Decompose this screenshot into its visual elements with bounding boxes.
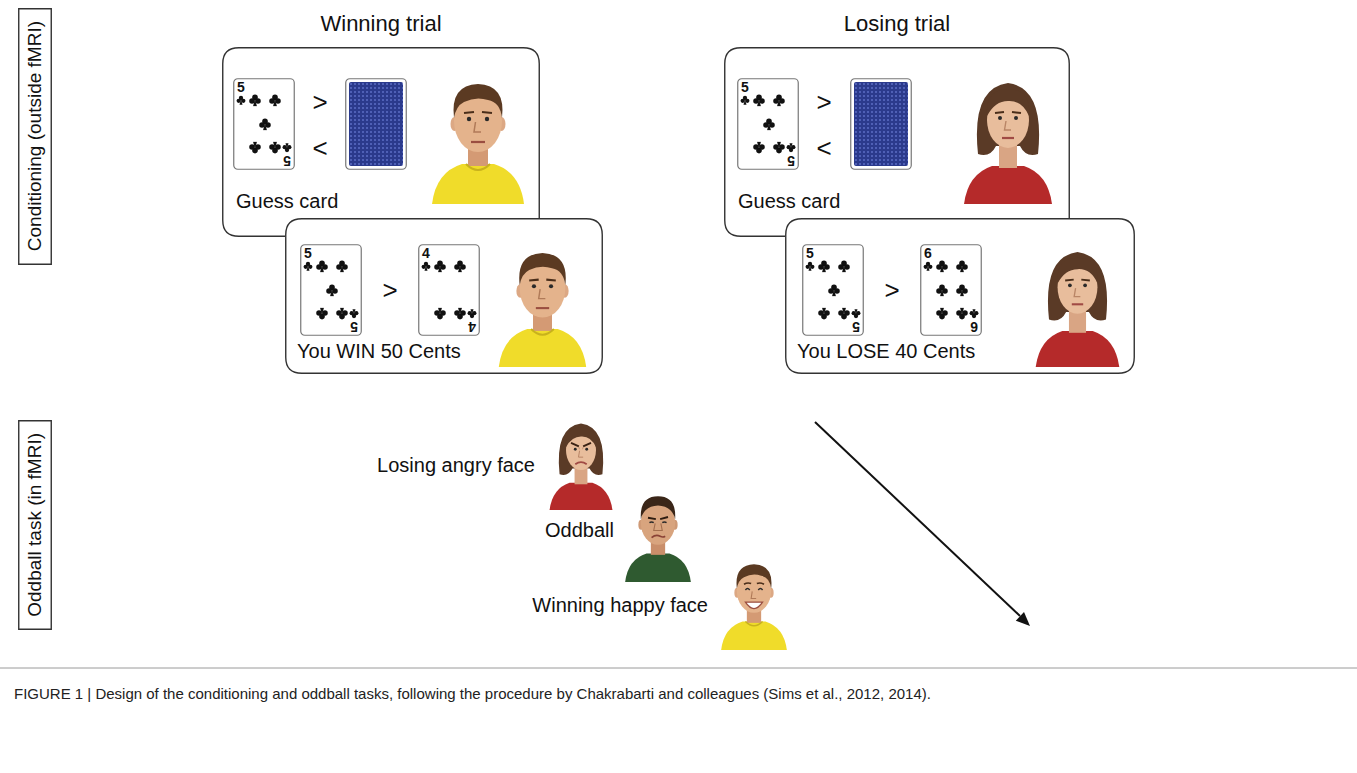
playing-card [234,79,295,170]
card-index: 5 [350,318,358,333]
playing-card [301,245,362,336]
trial-box: You LOSE 40 Cents [785,218,1135,374]
trial-text: You LOSE 40 Cents [797,340,975,363]
face-illustrations [432,83,1119,650]
card-illustrations [234,79,982,336]
card-index: 5 [787,152,795,167]
playing-card [738,79,799,170]
section-label-box: Conditioning (outside fMRI) [18,8,52,265]
card-index: 5 [304,246,312,261]
trial-box: Winning trialGuess card [222,47,540,237]
card-back [346,79,407,170]
card-index: 5 [806,246,814,261]
card-index: 6 [924,246,932,261]
box-border [786,219,1135,374]
card-back [851,79,912,170]
section-label: Oddball task (in fMRI) [24,433,46,617]
trial-box: Losing trialGuess card [724,47,1070,237]
playing-card [419,245,480,336]
comparison-sign: < [816,134,831,163]
card-index: 5 [237,80,245,95]
playing-card [921,245,982,336]
trial-text: Guess card [738,190,840,213]
stimulus-label: Losing angry face [377,454,535,476]
section-label: Conditioning (outside fMRI) [24,21,46,251]
comparison-sign: > [312,88,327,117]
caption-rule [0,668,1357,669]
face-photo [499,253,586,367]
comparison-sign: < [312,134,327,163]
box-border [19,421,52,630]
comparison-sign: > [382,276,397,305]
arrow-head [1016,612,1030,626]
face-photo [625,496,691,582]
face-photo [964,83,1052,204]
face-photo [1036,252,1120,367]
face-photo [432,84,524,204]
trial-box: You WIN 50 Cents [285,218,603,374]
box-border [725,48,1070,237]
time-arrow [815,422,1030,626]
trial-heading: Losing trial [844,11,950,36]
stimulus-label: Oddball [545,519,614,541]
box-border [286,219,603,374]
box-border [223,48,540,237]
card-index: 4 [468,318,476,333]
trial-heading: Winning trial [320,11,441,36]
section-label-box: Oddball task (in fMRI) [18,420,52,630]
playing-card [803,245,864,336]
trial-text: You WIN 50 Cents [297,340,461,363]
figure-caption: FIGURE 1 | Design of the conditioning an… [14,684,1334,704]
face-photo [550,424,613,510]
card-index: 5 [283,152,291,167]
trial-text: Guess card [236,190,338,213]
card-index: 6 [970,318,978,333]
stimulus-label: Winning happy face [532,594,708,616]
comparison-sign: > [884,276,899,305]
card-index: 4 [422,246,430,261]
box-border [19,9,52,265]
face-photo [721,564,787,650]
card-index: 5 [852,318,860,333]
comparison-sign: > [816,88,831,117]
card-index: 5 [741,80,749,95]
arrow-line [815,422,1020,616]
